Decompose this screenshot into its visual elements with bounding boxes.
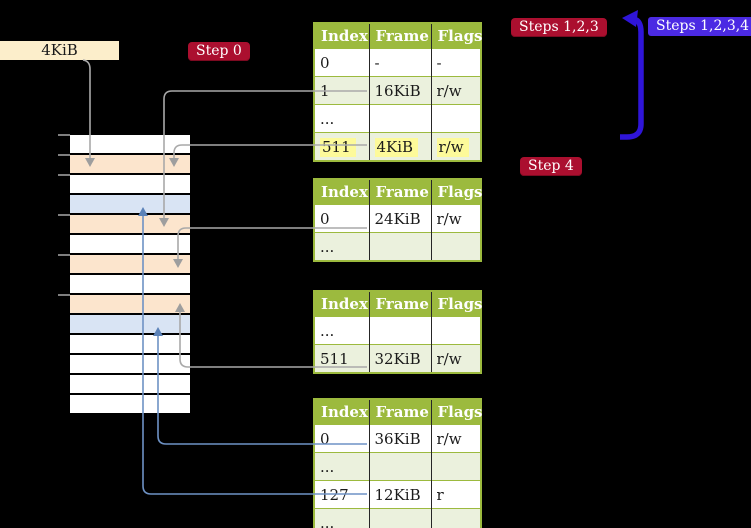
arrow-recursive-loop — [620, 16, 644, 140]
cell-index: 127 — [314, 480, 369, 509]
highlighted-value: 511 — [320, 137, 356, 157]
cell-index: 1 — [314, 76, 369, 105]
address-tick — [58, 134, 70, 136]
cell-flags: r — [430, 480, 481, 509]
cell-flags: r/w — [430, 424, 481, 453]
table-row: ... — [314, 232, 481, 261]
cell-frame — [368, 104, 431, 133]
table-row: ... — [314, 104, 481, 133]
cell-frame: 16KiB — [368, 76, 431, 105]
table-row: ... — [314, 316, 481, 345]
step0-label: Step 0 — [188, 42, 250, 61]
cell-index: 511 — [314, 344, 369, 373]
cell-index: 0 — [314, 48, 369, 77]
cell-index: 0 — [314, 204, 369, 233]
address-tick — [58, 214, 70, 216]
memory-row-9-peach — [70, 295, 190, 313]
column-header-flags: Flags — [430, 291, 483, 317]
cell-frame — [368, 232, 431, 261]
cell-flags — [430, 452, 481, 481]
column-header-index: Index — [314, 399, 369, 425]
column-header-frame: Frame — [368, 399, 431, 425]
cell-flags — [430, 232, 481, 261]
memory-strip — [68, 133, 196, 417]
memory-row-10-blue — [70, 315, 190, 333]
cell-index: ... — [314, 452, 369, 481]
memory-row-2-peach — [70, 155, 190, 173]
cell-frame: 36KiB — [368, 424, 431, 453]
cell-flags: r/w — [430, 344, 481, 373]
cell-frame: 4KiB — [368, 132, 431, 161]
memory-row-1-white — [70, 135, 190, 153]
address-tick — [58, 174, 70, 176]
memory-row-8-white — [70, 275, 190, 293]
address-tick — [58, 254, 70, 256]
address-tick — [58, 294, 70, 296]
steps1234-label: Steps 1,2,3,4 — [648, 17, 751, 36]
cell-flags — [430, 508, 481, 528]
memory-row-13-white — [70, 375, 190, 393]
memory-row-14-white — [70, 395, 190, 413]
cell-frame — [368, 316, 431, 345]
address-tick — [58, 154, 70, 156]
column-header-flags: Flags — [430, 23, 483, 49]
cell-flags: r/w — [430, 132, 481, 161]
column-header-frame: Frame — [368, 291, 431, 317]
column-header-index: Index — [314, 179, 369, 205]
memory-row-3-white — [70, 175, 190, 193]
cell-flags: - — [430, 48, 481, 77]
table-row: 0-- — [314, 48, 481, 77]
column-header-flags: Flags — [430, 399, 483, 425]
memory-row-12-white — [70, 355, 190, 373]
cell-flags: r/w — [430, 76, 481, 105]
table-row: ... — [314, 452, 481, 481]
table-row: ... — [314, 508, 481, 528]
cell-frame: 12KiB — [368, 480, 431, 509]
highlighted-value: 4KiB — [374, 137, 419, 157]
highlighted-value: r/w — [436, 137, 469, 157]
column-header-flags: Flags — [430, 179, 483, 205]
memory-row-11-white — [70, 335, 190, 353]
memory-row-5-peach — [70, 215, 190, 233]
step4-label: Step 4 — [520, 157, 582, 176]
memory-row-7-peach — [70, 255, 190, 273]
cell-flags — [430, 104, 481, 133]
memory-row-4-blue — [70, 195, 190, 213]
column-header-frame: Frame — [368, 179, 431, 205]
column-header-index: Index — [314, 291, 369, 317]
cell-frame: 32KiB — [368, 344, 431, 373]
column-header-index: Index — [314, 23, 369, 49]
cell-frame: - — [368, 48, 431, 77]
cell-index: ... — [314, 508, 369, 528]
cell-index: ... — [314, 316, 369, 345]
column-header-frame: Frame — [368, 23, 431, 49]
cell-index: ... — [314, 232, 369, 261]
memory-row-6-white — [70, 235, 190, 253]
cell-frame — [368, 508, 431, 528]
steps123-label: Steps 1,2,3 — [511, 18, 607, 37]
cell-frame — [368, 452, 431, 481]
arrowhead-left-icon — [622, 10, 638, 27]
frame-size-label: 4KiB — [0, 41, 119, 60]
table-row: 511 4KiB r/w — [314, 132, 481, 161]
cell-flags — [430, 316, 481, 345]
cell-index: 511 — [314, 132, 369, 161]
cell-index: ... — [314, 104, 369, 133]
cell-index: 0 — [314, 424, 369, 453]
cell-flags: r/w — [430, 204, 481, 233]
cell-frame: 24KiB — [368, 204, 431, 233]
